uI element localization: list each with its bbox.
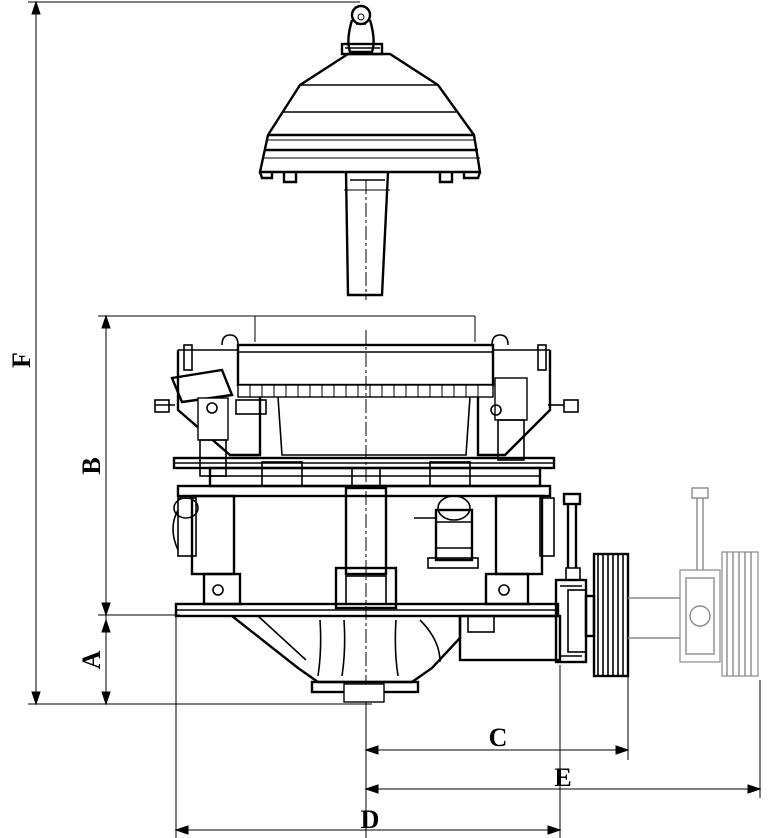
drive-pulley	[584, 552, 630, 678]
dim-label-c: C	[489, 723, 508, 752]
dimension-labels: F B A C E D	[7, 352, 572, 834]
dim-label-d: D	[361, 805, 380, 834]
mantle-assembly	[258, 4, 482, 300]
main-frame	[172, 330, 560, 706]
upper-frame	[154, 315, 579, 477]
dim-label-e: E	[554, 763, 571, 792]
dim-label-f: F	[7, 352, 36, 368]
alternate-drive-position	[628, 487, 759, 677]
dim-label-a: A	[77, 650, 106, 669]
dimension-lines	[28, 0, 762, 838]
dim-label-b: B	[77, 457, 106, 474]
bottom-shell	[231, 615, 462, 703]
countershaft-housing	[458, 492, 588, 664]
